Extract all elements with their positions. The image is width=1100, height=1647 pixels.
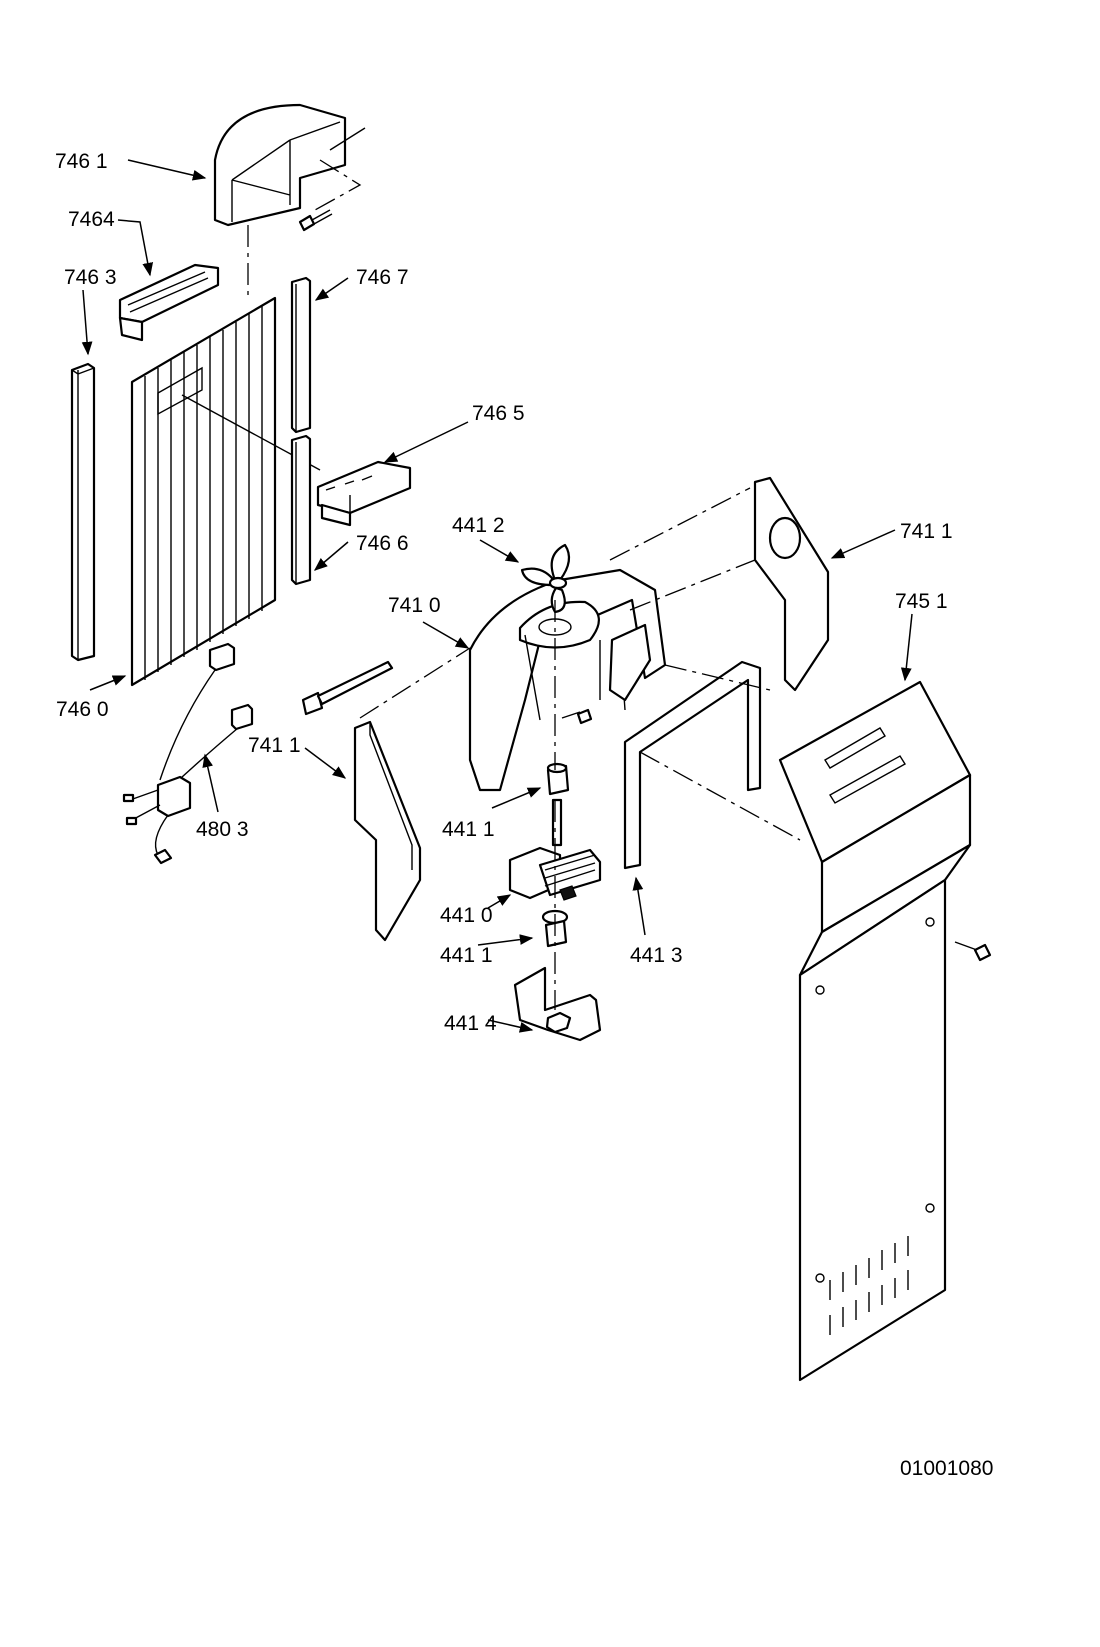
screw-icon (954, 941, 992, 962)
part-7463-foam-strip (70, 362, 96, 662)
screw-icon (298, 209, 333, 232)
callout-7465: 746 5 (472, 402, 525, 425)
callout-4414: 441 4 (444, 1012, 497, 1035)
part-7465-sensor-bracket (316, 460, 412, 527)
part-4413-gasket (623, 660, 762, 870)
callout-labels: 746 1 7464 746 3 746 7 746 5 746 6 746 0… (55, 150, 993, 1480)
leader-lines (81, 159, 913, 1033)
callout-7463: 746 3 (64, 266, 117, 289)
callout-7451: 745 1 (895, 590, 948, 613)
callout-4411-lower: 441 1 (440, 944, 493, 967)
part-7461-duct-cover (213, 103, 366, 227)
assembly-lines (247, 225, 801, 1010)
callout-4803: 480 3 (196, 818, 249, 841)
part-7411-side-panel-left (353, 720, 422, 942)
part-7466-foam-strip (290, 434, 312, 586)
callout-7460: 746 0 (56, 698, 109, 721)
part-7467-foam-strip (290, 276, 312, 434)
callout-7466: 746 6 (356, 532, 409, 555)
callout-7467: 746 7 (356, 266, 409, 289)
part-7411-side-panel-right (753, 476, 830, 692)
part-7451-rear-cover (778, 680, 972, 1382)
callout-7410: 741 0 (388, 594, 441, 617)
screw-icon (561, 708, 593, 725)
callout-4413: 441 3 (630, 944, 683, 967)
callout-7411-right: 741 1 (900, 520, 953, 543)
drawing-number: 01001080 (900, 1457, 993, 1480)
callout-7461: 746 1 (55, 150, 108, 173)
part-7410-fan-shroud (468, 568, 667, 792)
callout-4410: 441 0 (440, 904, 493, 927)
part-4412-fan-blade (520, 543, 571, 614)
callout-4412: 441 2 (452, 514, 505, 537)
callout-7464: 7464 (68, 208, 115, 231)
part-7464-bracket (118, 263, 220, 342)
part-7460-evaporator-panel (130, 296, 321, 687)
callout-4411-upper: 441 1 (442, 818, 495, 841)
part-4414-motor-bracket (513, 966, 602, 1042)
cable-tie (301, 660, 394, 716)
callout-7411-left: 741 1 (248, 734, 301, 757)
part-4803-wire-harness (122, 642, 254, 865)
part-4411-grommet-upper (546, 762, 570, 796)
